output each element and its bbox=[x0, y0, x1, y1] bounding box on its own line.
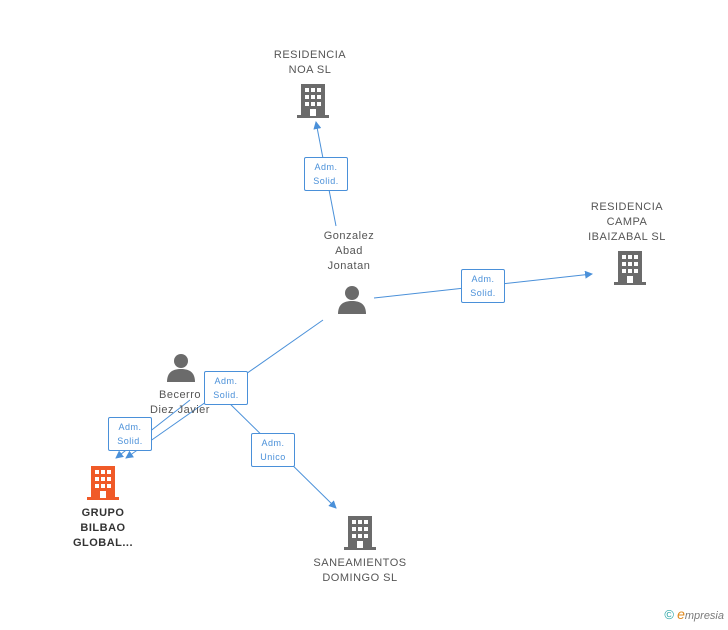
copyright-symbol: © bbox=[664, 607, 675, 622]
edge-label-role: Adm. Unico bbox=[251, 433, 295, 467]
building-icon-highlighted[interactable] bbox=[87, 466, 119, 500]
role-line-2: Solid. bbox=[117, 436, 143, 446]
role-line-1: Adm. bbox=[118, 422, 142, 432]
role-line-1: Adm. bbox=[471, 274, 495, 284]
role-line-1: Adm. bbox=[214, 376, 238, 386]
building-icon[interactable] bbox=[297, 84, 329, 118]
edge-label-role: Adm. Solid. bbox=[108, 417, 152, 451]
node-label-grupo-bilbao-global[interactable]: GRUPO BILBAO GLOBAL... bbox=[72, 507, 134, 549]
building-icon[interactable] bbox=[344, 516, 376, 550]
role-line-2: Solid. bbox=[313, 176, 339, 186]
person-icon[interactable] bbox=[337, 284, 367, 314]
brand-initial: e bbox=[677, 606, 685, 622]
node-label-becerro-diez-javier[interactable]: Becerro Diez Javier bbox=[150, 389, 210, 416]
role-line-2: Solid. bbox=[213, 390, 239, 400]
node-label-saneamientos-domingo[interactable]: SANEAMIENTOS DOMINGO SL bbox=[313, 557, 407, 584]
node-label-residencia-noa[interactable]: RESIDENCIA NOA SL bbox=[273, 49, 347, 76]
person-icon[interactable] bbox=[166, 352, 196, 382]
empresia-watermark: © empresia bbox=[664, 606, 724, 622]
node-label-residencia-campa[interactable]: RESIDENCIA CAMPA IBAIZABAL SL bbox=[588, 201, 666, 243]
edge-label-role: Adm. Solid. bbox=[304, 157, 348, 191]
building-icon[interactable] bbox=[614, 251, 646, 285]
edge-label-role: Adm. Solid. bbox=[204, 371, 248, 405]
brand-logo: empresia bbox=[677, 606, 724, 622]
role-line-1: Adm. bbox=[261, 438, 285, 448]
role-line-2: Solid. bbox=[470, 288, 496, 298]
node-label-gonzalez-abad-jonatan[interactable]: Gonzalez Abad Jonatan bbox=[323, 230, 375, 272]
role-line-1: Adm. bbox=[314, 162, 338, 172]
brand-rest: mpresia bbox=[684, 610, 724, 622]
edge-label-role: Adm. Solid. bbox=[461, 269, 505, 303]
role-line-2: Unico bbox=[260, 452, 286, 462]
